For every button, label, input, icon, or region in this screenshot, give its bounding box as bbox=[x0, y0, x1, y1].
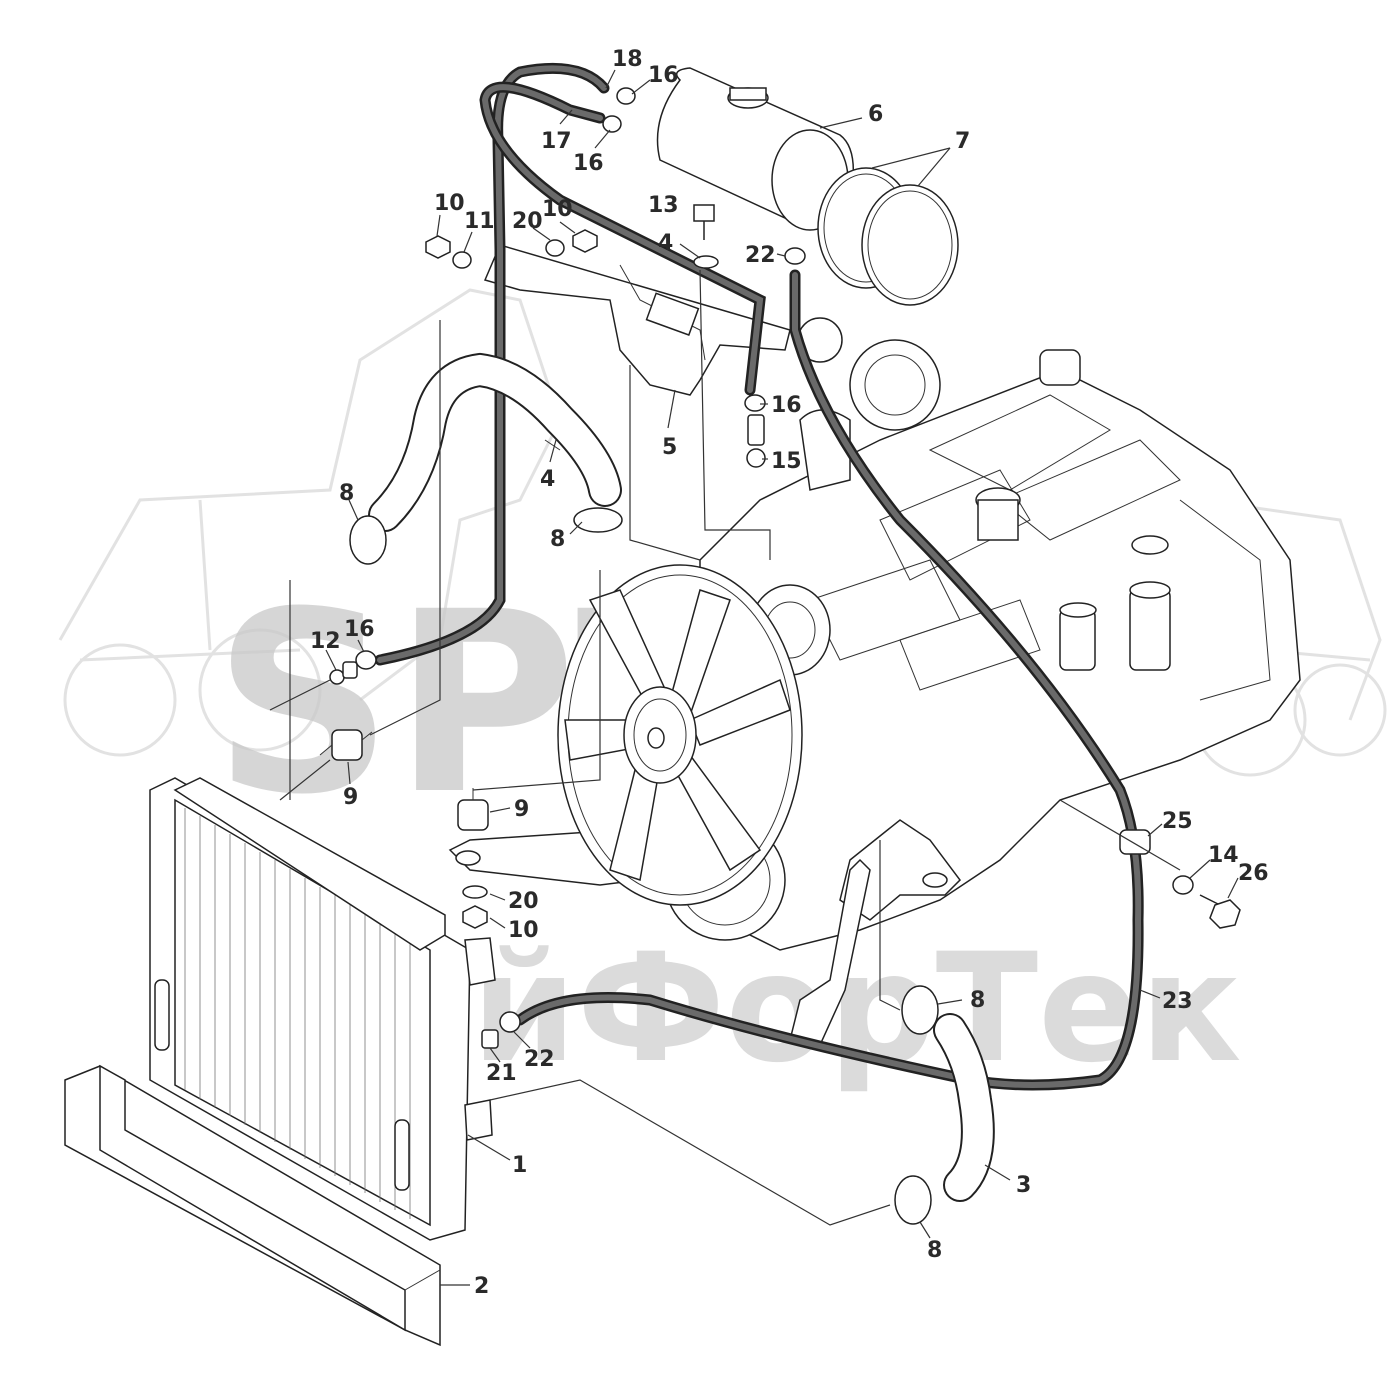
bolt-13 bbox=[693, 204, 719, 269]
engine-mount-rear bbox=[789, 819, 961, 1046]
vent-hose-18 bbox=[374, 62, 610, 666]
callout-leaders bbox=[325, 69, 1239, 1286]
assembly-guide-lines bbox=[269, 269, 1181, 1226]
callout-9-mount-lower: 9 bbox=[514, 797, 529, 822]
vibration-mount-9-upper bbox=[319, 729, 373, 761]
callout-10-nut-left: 10 bbox=[434, 191, 465, 216]
fitting-22-top bbox=[784, 247, 806, 265]
callout-8-clamp-lower-bottom: 8 bbox=[927, 1238, 942, 1263]
lower-radiator-hose bbox=[933, 1013, 995, 1202]
lower-coolant-hose-23 bbox=[514, 269, 1144, 1091]
callout-12-fitting: 12 bbox=[310, 629, 341, 654]
callout-15-fitting: 15 bbox=[771, 449, 802, 474]
hose-clamp-8-upper-left bbox=[349, 515, 387, 565]
fitting-15-16 bbox=[744, 394, 766, 468]
callout-11-washer: 11 bbox=[464, 209, 495, 234]
radiator-fins bbox=[184, 808, 411, 1219]
callout-10-nut-right: 10 bbox=[542, 197, 573, 222]
callout-16-clip-lower: 16 bbox=[573, 151, 604, 176]
hose-clamp-8-lower-top bbox=[901, 985, 939, 1035]
callout-2-foam-seal: 2 bbox=[474, 1274, 489, 1299]
callout-10-nut-lower: 10 bbox=[508, 918, 539, 943]
callout-8-clamp-upper-left: 8 bbox=[339, 481, 354, 506]
callout-1-radiator: 1 bbox=[512, 1153, 527, 1178]
fitting-12-16 bbox=[329, 650, 377, 685]
callout-8-clamp-upper-right: 8 bbox=[550, 527, 565, 552]
callout-4-washer: 4 bbox=[658, 231, 673, 256]
vibration-mount-9-lower bbox=[457, 788, 489, 831]
callout-3-lower-hose: 3 bbox=[1016, 1173, 1031, 1198]
callout-18-vent-hose: 18 bbox=[612, 47, 643, 72]
tank-clamp-bands bbox=[817, 167, 959, 306]
callout-20-washer-top: 20 bbox=[512, 209, 543, 234]
top-nuts-washers bbox=[425, 229, 598, 269]
cooling-fan bbox=[557, 564, 803, 906]
callout-5-bracket: 5 bbox=[662, 435, 677, 460]
upper-radiator-hose bbox=[368, 352, 622, 532]
hose-clamp-8-upper-right bbox=[573, 507, 623, 533]
callout-20-washer-lower: 20 bbox=[508, 889, 539, 914]
hose-clips-16-top bbox=[602, 87, 636, 133]
callout-4-upper-hose: 4 bbox=[540, 467, 555, 492]
callout-9-mount-upper: 9 bbox=[343, 785, 358, 810]
hose-clamp-8-lower-bottom bbox=[894, 1175, 932, 1225]
callout-14-washer: 14 bbox=[1208, 843, 1239, 868]
callout-17-vent-hose: 17 bbox=[541, 129, 572, 154]
callout-25-p-clip: 25 bbox=[1162, 809, 1193, 834]
mounting-bracket bbox=[483, 244, 791, 396]
callout-16-clip-left: 16 bbox=[344, 617, 375, 642]
vent-hose-17 bbox=[479, 81, 766, 396]
callout-16-clip-mid: 16 bbox=[771, 393, 802, 418]
callout-26-bolt: 26 bbox=[1238, 861, 1269, 886]
callout-16-clip-upper: 16 bbox=[648, 63, 679, 88]
callout-21-fitting: 21 bbox=[486, 1061, 517, 1086]
callout-22-fitting-top: 22 bbox=[745, 243, 776, 268]
callout-8-clamp-lower-top: 8 bbox=[970, 988, 985, 1013]
engine-block bbox=[699, 349, 1301, 951]
washer-nut-stack bbox=[462, 885, 488, 929]
bolt-26-washer-14 bbox=[1172, 875, 1241, 929]
radiator bbox=[149, 777, 496, 1241]
callout-23-lower-hose: 23 bbox=[1162, 989, 1193, 1014]
foam-seal bbox=[64, 1064, 441, 1347]
callout-22-fitting-lower: 22 bbox=[524, 1047, 555, 1072]
callout-labels: 18 16 17 16 6 7 10 11 20 10 13 4 22 16 1… bbox=[310, 47, 1269, 1299]
callout-6-expansion-tank: 6 bbox=[868, 102, 883, 127]
callout-13-bolt: 13 bbox=[648, 193, 679, 218]
callout-7-clamp-bands: 7 bbox=[955, 129, 970, 154]
